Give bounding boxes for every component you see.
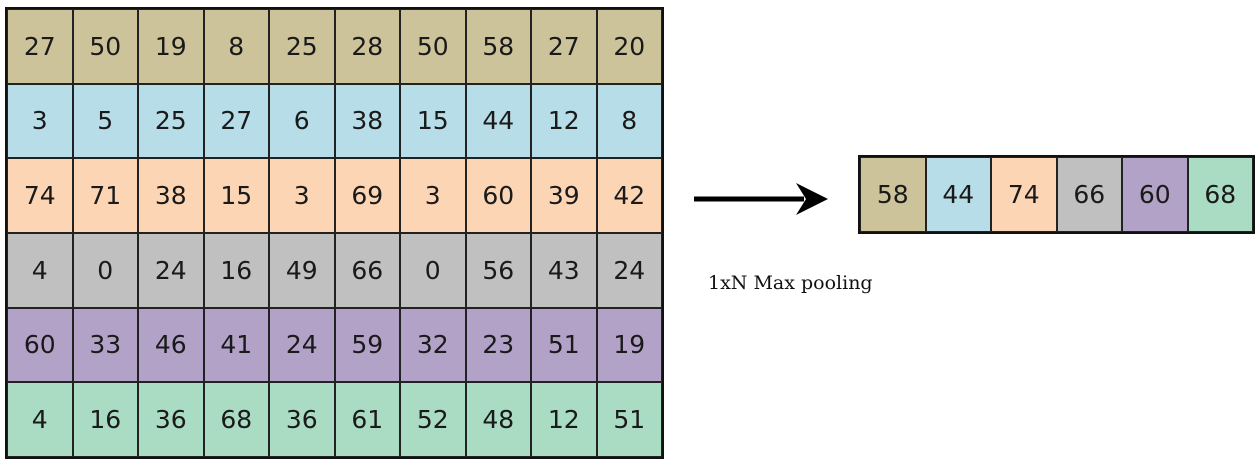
matrix-cell: 41 [203, 307, 269, 383]
matrix-cell: 12 [531, 83, 597, 159]
matrix-cell: 69 [334, 158, 400, 233]
matrix-cell: 15 [203, 158, 269, 233]
matrix-cell: 27 [7, 9, 73, 84]
matrix-cell: 60 [7, 307, 73, 383]
matrix-cell: 51 [596, 382, 662, 457]
matrix-cell: 4 [7, 382, 73, 457]
right-arrow-icon [694, 183, 828, 215]
output-cell: 44 [925, 157, 991, 232]
matrix-cell: 3 [269, 158, 335, 233]
matrix-cell: 24 [596, 232, 662, 308]
matrix-cell: 27 [531, 9, 597, 84]
matrix-cell: 19 [138, 9, 204, 84]
output-cell: 66 [1056, 157, 1122, 232]
matrix-cell: 6 [269, 83, 335, 159]
matrix-cell: 25 [138, 83, 204, 159]
matrix-cell: 32 [400, 307, 466, 383]
matrix-cell: 0 [72, 232, 138, 308]
matrix-cell: 56 [465, 232, 531, 308]
output-cell: 74 [991, 157, 1057, 232]
matrix-cell: 3 [7, 83, 73, 159]
matrix-cell: 49 [269, 232, 335, 308]
matrix-cell: 23 [465, 307, 531, 383]
matrix-cell: 44 [465, 83, 531, 159]
matrix-cell: 68 [203, 382, 269, 457]
matrix-cell: 27 [203, 83, 269, 159]
matrix-cell: 24 [269, 307, 335, 383]
matrix-cell: 16 [72, 382, 138, 457]
matrix-cell: 58 [465, 9, 531, 84]
matrix-cell: 25 [269, 9, 335, 84]
matrix-cell: 38 [334, 83, 400, 159]
matrix-cell: 15 [400, 83, 466, 159]
matrix-cell: 60 [465, 158, 531, 233]
matrix-cell: 20 [596, 9, 662, 84]
matrix-cell: 50 [400, 9, 466, 84]
matrix-cell: 12 [531, 382, 597, 457]
matrix-cell: 71 [72, 158, 138, 233]
output-cell: 60 [1122, 157, 1188, 232]
matrix-cell: 16 [203, 232, 269, 308]
matrix-cell: 61 [334, 382, 400, 457]
matrix-cell: 36 [138, 382, 204, 457]
matrix-cell: 66 [334, 232, 400, 308]
matrix-cell: 28 [334, 9, 400, 84]
matrix-cell: 0 [400, 232, 466, 308]
matrix-cell: 51 [531, 307, 597, 383]
matrix-cell: 4 [7, 232, 73, 308]
matrix-cell: 33 [72, 307, 138, 383]
matrix-cell: 24 [138, 232, 204, 308]
matrix-cell: 74 [7, 158, 73, 233]
matrix-cell: 42 [596, 158, 662, 233]
matrix-cell: 8 [203, 9, 269, 84]
matrix-cell: 39 [531, 158, 597, 233]
caption-label: 1xN Max pooling [708, 272, 873, 294]
matrix-cell: 48 [465, 382, 531, 457]
matrix-cell: 46 [138, 307, 204, 383]
matrix-cell: 36 [269, 382, 335, 457]
matrix-cell: 50 [72, 9, 138, 84]
matrix-cell: 5 [72, 83, 138, 159]
output-cell: 68 [1187, 157, 1253, 232]
matrix-cell: 8 [596, 83, 662, 159]
matrix-cell: 38 [138, 158, 204, 233]
matrix-cell: 3 [400, 158, 466, 233]
matrix-cell: 19 [596, 307, 662, 383]
output-cell: 58 [860, 157, 926, 232]
matrix-cell: 52 [400, 382, 466, 457]
matrix-cell: 59 [334, 307, 400, 383]
matrix-cell: 43 [531, 232, 597, 308]
